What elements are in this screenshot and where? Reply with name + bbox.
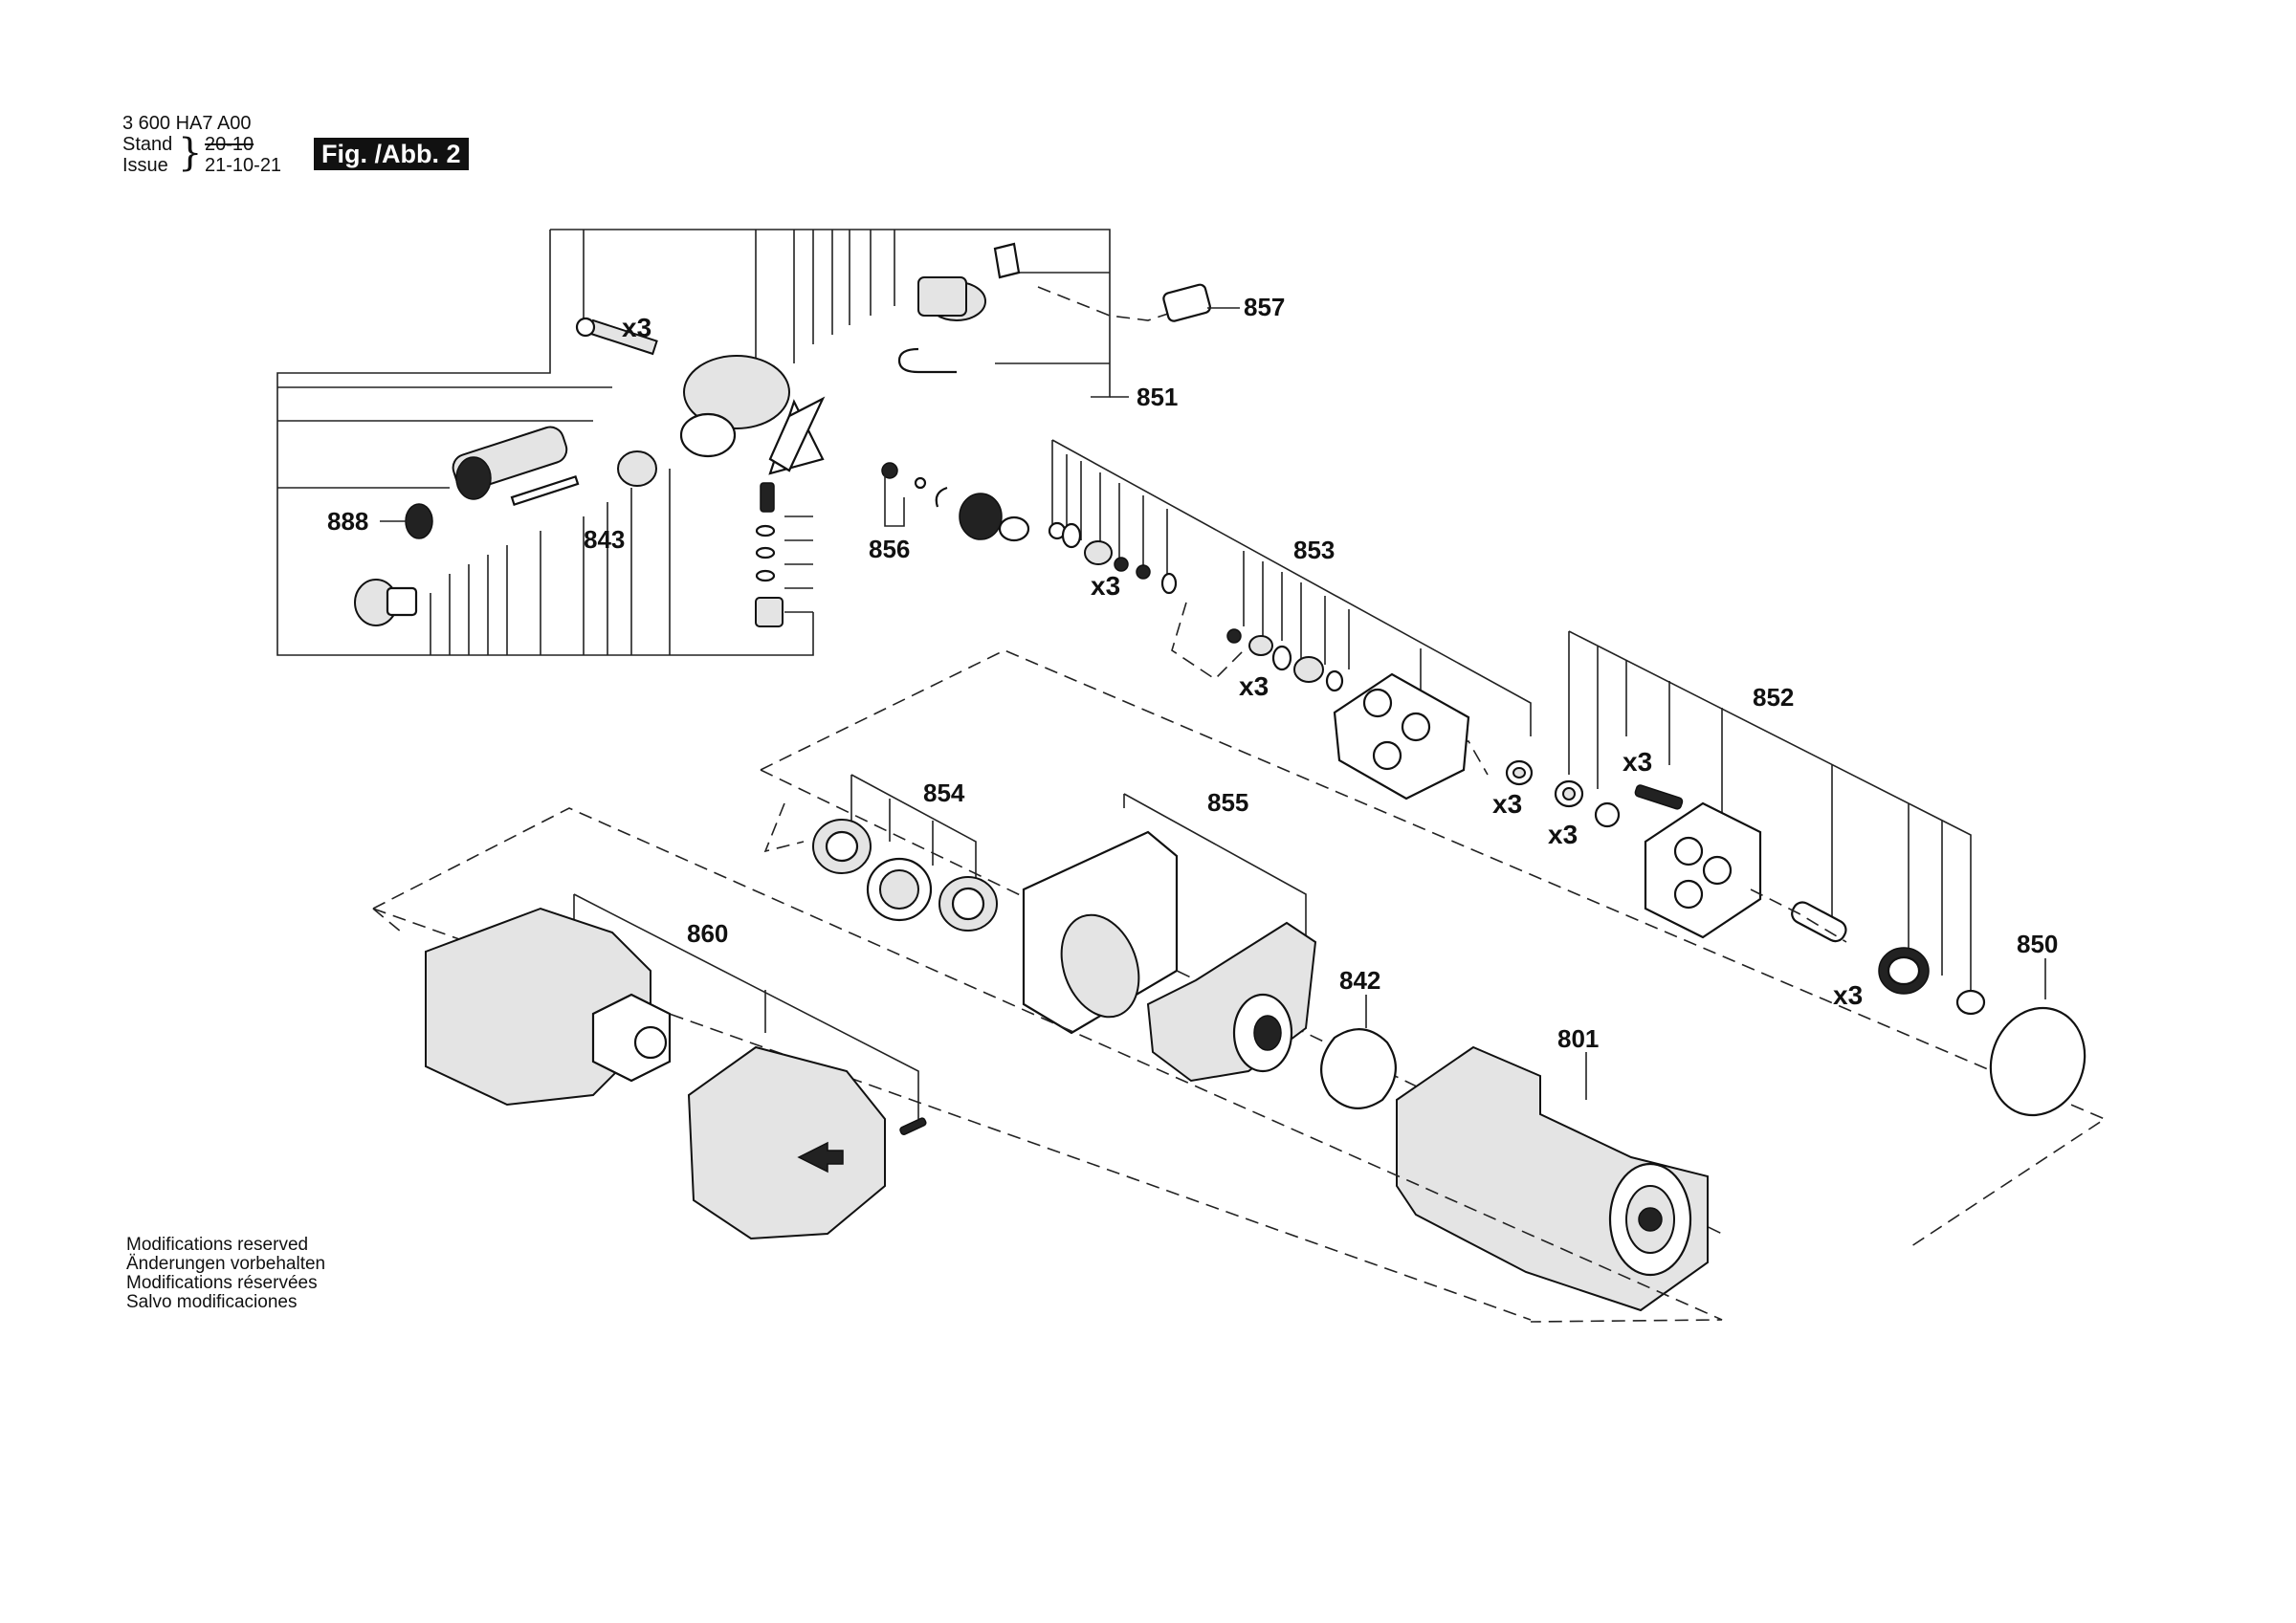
group-842 [1320, 995, 1397, 1109]
brace-icon: } [178, 131, 203, 175]
frame-851 [276, 229, 1178, 656]
o-ring-part [1989, 1006, 2086, 1117]
cover-part [687, 1045, 886, 1240]
multiplier-x3: x3 [1548, 820, 1578, 849]
multiplier-x3: x3 [1239, 671, 1269, 701]
multiplier-x3: x3 [1833, 980, 1863, 1010]
callout-851: 851 [1137, 383, 1178, 411]
callout-854: 854 [923, 779, 965, 807]
stand-date-struck: 20-10 [205, 134, 254, 155]
modifications-line-fr: Modifications réservées [126, 1273, 318, 1293]
seal-ring-part [1320, 1028, 1397, 1109]
group-855 [1022, 793, 1317, 1083]
group-860 [372, 807, 1723, 1323]
multiplier-x3: x3 [1623, 747, 1652, 777]
figure-badge: Fig. /Abb. 2 [314, 138, 469, 170]
modifications-line-es: Salvo modificaciones [126, 1292, 298, 1312]
callout-853: 853 [1293, 536, 1335, 564]
stand-label: Stand [122, 134, 173, 155]
group-850 [1989, 958, 2086, 1117]
issue-date: 21-10-21 [205, 155, 282, 176]
group-801 [1396, 1045, 1709, 1312]
multiplier-x3: x3 [1091, 571, 1120, 601]
group-852 [1554, 630, 1986, 1016]
callout-852: 852 [1753, 683, 1794, 712]
callout-842: 842 [1339, 966, 1380, 995]
callout-860: 860 [687, 919, 728, 948]
group-854 [812, 774, 998, 932]
document-number: 3 600 HA7 A00 [122, 113, 252, 134]
valve-plate-part [1333, 672, 1470, 801]
callout-843: 843 [584, 525, 625, 554]
cap-part [1162, 283, 1211, 322]
modifications-line-de: Änderungen vorbehalten [126, 1254, 326, 1274]
multiplier-x3: x3 [1492, 789, 1522, 819]
multiplier-x3: x3 [622, 313, 651, 342]
issue-label: Issue [122, 155, 168, 176]
parts-top-assembly [354, 242, 1211, 627]
pump-housing-part [683, 355, 790, 429]
callout-856: 856 [869, 535, 910, 563]
callout-888: 888 [327, 507, 368, 536]
callout-855: 855 [1207, 788, 1248, 817]
callout-801: 801 [1557, 1024, 1599, 1053]
modifications-notice: Modifications reserved Änderungen vorbeh… [126, 1236, 325, 1312]
callout-857: 857 [1244, 293, 1285, 321]
modifications-line-en: Modifications reserved [126, 1235, 309, 1255]
callout-850: 850 [2017, 930, 2058, 958]
group-853 [1048, 439, 1534, 801]
piston-part [1791, 901, 1847, 943]
